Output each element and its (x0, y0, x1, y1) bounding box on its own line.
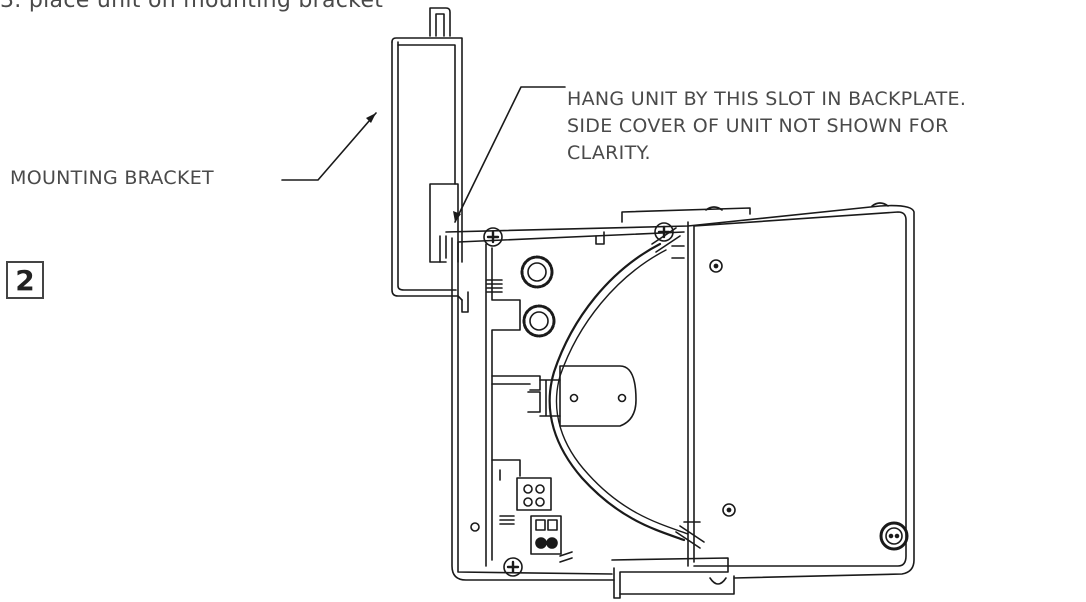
mounting-hole-icon (470, 522, 480, 532)
wire-strap (548, 227, 705, 549)
unit-body (439, 202, 915, 599)
screw-icon-top-left (483, 227, 503, 247)
terminal-block-icon (516, 477, 552, 511)
top-caption: 3. place unit on mounting bracket (0, 0, 384, 13)
step-number-box: 2 (6, 261, 44, 299)
mounting-bracket-leader (281, 112, 377, 181)
knockout-grommet-icon (522, 304, 556, 338)
screw-icon-bottom-left (503, 557, 523, 577)
spring-clip-icon (486, 279, 503, 293)
step-number: 2 (15, 264, 35, 297)
hang-unit-label: HANG UNIT BY THIS SLOT IN BACKPLATE. SID… (567, 86, 966, 167)
hang-unit-label-line-1: HANG UNIT BY THIS SLOT IN BACKPLATE. (567, 88, 967, 110)
mounting-bracket-label: MOUNTING BRACKET (10, 167, 214, 189)
terminal-block-icon (530, 515, 562, 555)
mounting-hole-icon (709, 259, 723, 273)
hang-unit-label-line-3: CLARITY. (567, 142, 651, 164)
spring-clip-icon (499, 515, 515, 525)
knockout-grommet-icon (520, 255, 554, 289)
mounting-hole-icon (722, 503, 736, 517)
center-plate (527, 365, 637, 427)
hang-unit-label-line-2: SIDE COVER OF UNIT NOT SHOWN FOR (567, 115, 949, 137)
mounting-bracket (391, 7, 469, 313)
cable-grommet-icon (879, 521, 909, 551)
hang-slot-leader (453, 86, 566, 223)
